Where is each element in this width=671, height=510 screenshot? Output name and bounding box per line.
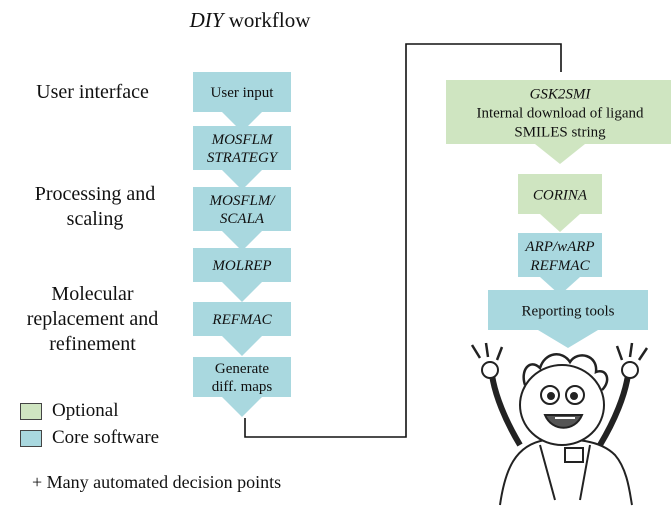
core-step-4: MOLREP: [193, 248, 291, 302]
ligand-step-3: ARP/wARP REFMAC: [518, 233, 602, 295]
core-step-3-label: SCALA: [220, 211, 265, 227]
decision-points-note: + Many automated decision points: [32, 472, 282, 492]
legend-swatch-core: [20, 429, 42, 447]
ligand-step-2-label: CORINA: [533, 187, 588, 203]
core-step-1: User input: [193, 72, 291, 132]
ligand-step-1-shape: [446, 80, 671, 164]
stage-label: replacement and: [26, 308, 159, 330]
stage-label: Molecular: [51, 283, 134, 305]
ligand-step-4: Reporting tools: [488, 290, 648, 348]
legend-optional: Optional: [20, 400, 119, 422]
ligand-workflow: GSK2SMI Internal download of ligandSMILES…: [446, 80, 671, 348]
ligand-step-1-label: Internal download of ligand: [476, 105, 644, 121]
core-step-5: REFMAC: [193, 302, 291, 356]
core-step-4-label: MOLREP: [211, 258, 271, 274]
legend-swatch-optional: [20, 402, 42, 420]
core-step-2: MOSFLM STRATEGY: [193, 126, 291, 190]
ligand-step-4-label: Reporting tools: [522, 303, 615, 319]
stage-label: Processing and: [34, 183, 156, 205]
legend-label: Optional: [52, 400, 119, 421]
ligand-step-2-shape: [518, 174, 602, 232]
core-step-5-label: REFMAC: [211, 312, 272, 328]
core-step-4-shape: [193, 248, 291, 302]
stage-label: scaling: [66, 208, 124, 230]
title-rest: workflow: [228, 8, 311, 32]
core-step-6-label: Generate: [215, 361, 269, 377]
title-italic: DIY: [189, 8, 224, 32]
legend-core: Core software: [20, 427, 159, 449]
ligand-step-4-shape: [488, 290, 648, 348]
stage-processing: Processing and scaling: [15, 182, 175, 232]
stage-label: refinement: [49, 333, 136, 355]
core-step-2-label: STRATEGY: [207, 150, 279, 166]
ligand-step-1-label: GSK2SMI: [530, 86, 592, 102]
stage-user-interface: User interface: [20, 80, 165, 105]
core-step-6: Generate diff. maps: [193, 357, 291, 417]
legend-label: Core software: [52, 427, 160, 448]
diagram-title: DIY workflow: [150, 8, 350, 33]
core-step-1-label: User input: [211, 85, 275, 101]
ligand-step-3-shape: [518, 233, 602, 295]
core-step-1-shape: [193, 72, 291, 132]
ligand-step-2: CORINA: [518, 174, 602, 232]
core-step-3-shape: [193, 187, 291, 251]
core-step-5-shape: [193, 302, 291, 356]
ligand-step-3-label: ARP/wARP: [524, 239, 594, 255]
ligand-step-1: GSK2SMI Internal download of ligandSMILES…: [446, 80, 671, 164]
core-step-3-label: MOSFLM/: [209, 193, 277, 209]
core-step-3: MOSFLM/SCALA: [193, 187, 291, 251]
stage-label: User interface: [36, 81, 149, 103]
cartoon-scientist-illustration: [470, 342, 649, 506]
core-step-6-label: diff. maps: [212, 379, 273, 395]
stage-refinement: Molecular replacement and refinement: [5, 282, 180, 357]
connector-line: [244, 43, 562, 438]
core-step-2-label: MOSFLM: [211, 132, 274, 148]
ligand-step-3-label: REFMAC: [529, 258, 590, 274]
ligand-step-1-label: SMILES string: [514, 124, 606, 140]
core-step-6-shape: [193, 357, 291, 417]
core-step-2-shape: [193, 126, 291, 190]
